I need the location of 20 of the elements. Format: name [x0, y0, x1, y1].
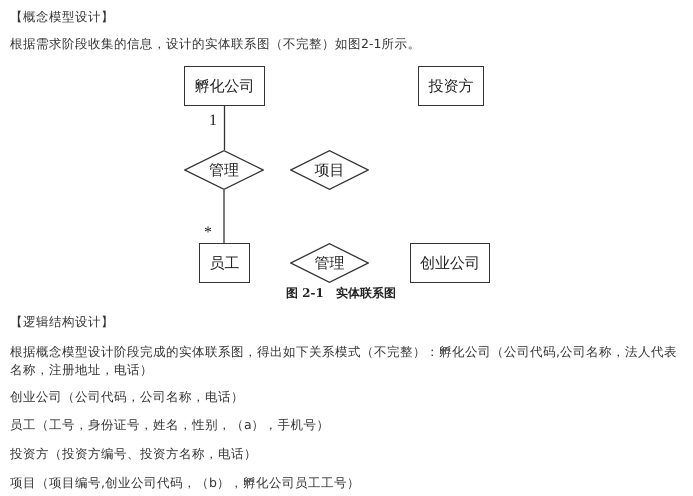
relationship-diamond: 管理 — [290, 243, 369, 283]
entity-box: 员工 — [199, 243, 250, 283]
section-heading: 【概念模型设计】 — [10, 8, 114, 26]
paragraph: 根据概念模型设计阶段完成的实体联系图，得出如下关系模式（不完整）：孵化公司（公司代码,公司名称，法人代表名称，注册地址，电话） — [10, 343, 678, 379]
cardinality-label: * — [204, 224, 212, 242]
relationship-diamond: 管理 — [184, 150, 264, 190]
paragraph: 员工（工号，身份证号，姓名，性别，（a），手机号） — [10, 416, 330, 434]
figure-caption: 图 2-1 实体联系图 — [286, 285, 396, 302]
connector-line — [224, 106, 226, 150]
paragraph: 项目（项目编号,创业公司代码，（b），孵化公司员工工号） — [10, 474, 360, 492]
entity-box: 投资方 — [418, 66, 484, 106]
paragraph: 创业公司（公司代码，公司名称，电话） — [10, 388, 244, 406]
entity-box: 孵化公司 — [184, 66, 265, 106]
paragraph: 根据需求阶段收集的信息，设计的实体联系图（不完整）如图2-1所示。 — [10, 35, 420, 53]
section-heading: 【逻辑结构设计】 — [10, 313, 114, 331]
cardinality-label: 1 — [209, 112, 217, 130]
entity-box: 创业公司 — [410, 243, 490, 283]
relationship-diamond: 项目 — [290, 150, 369, 190]
paragraph: 投资方（投资方编号、投资方名称，电话） — [10, 445, 257, 463]
connector-line — [223, 190, 225, 243]
